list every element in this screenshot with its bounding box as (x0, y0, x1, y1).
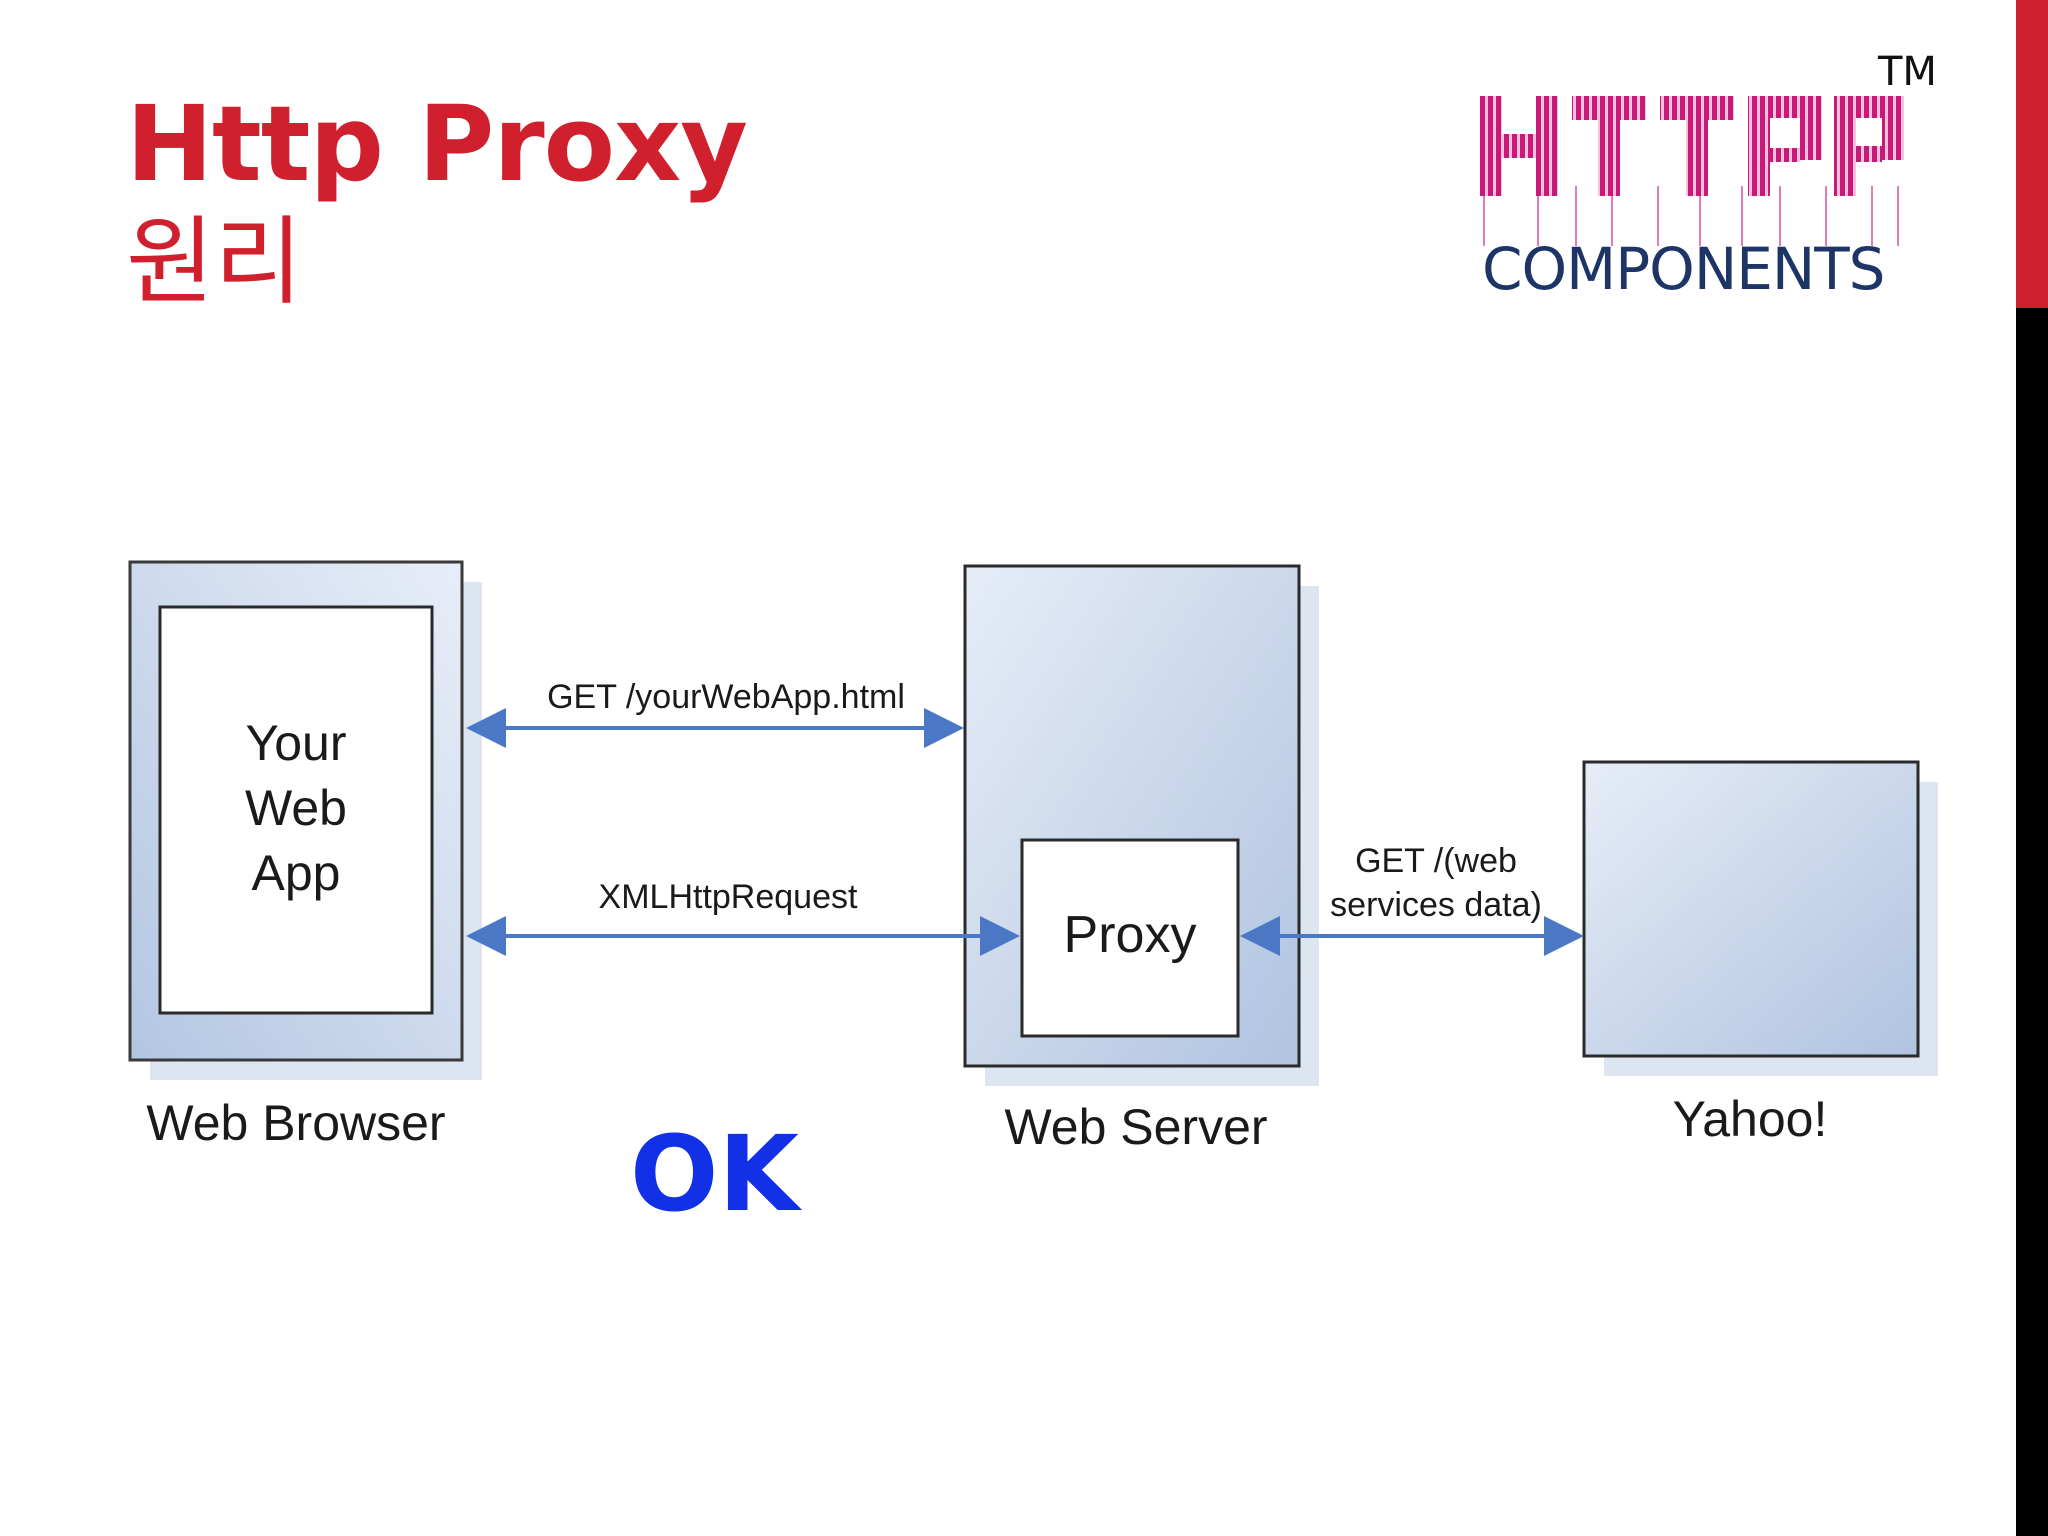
web-server-node: Proxy Web Server (963, 564, 1319, 1155)
accent-bar-red (2016, 0, 2048, 308)
yahoo-caption: Yahoo! (1673, 1091, 1828, 1147)
get-webapp-label: GET /yourWebApp.html (547, 678, 905, 716)
get-services-arrow: GET /(web services data) (1240, 842, 1584, 956)
yahoo-node: Yahoo! (1582, 760, 1938, 1147)
web-server-caption: Web Server (1004, 1099, 1267, 1155)
your-web-app-label-line3: App (252, 845, 341, 901)
get-webapp-arrow: GET /yourWebApp.html (466, 678, 964, 748)
slide-subtitle: 원리 (126, 206, 303, 318)
your-web-app-label-line1: Your (245, 715, 346, 771)
logo-components-text: COMPONENTS (1482, 235, 1885, 303)
ok-label: OK (630, 1113, 799, 1235)
logo-wordmark-graphic (1480, 96, 1904, 246)
xhr-label: XMLHttpRequest (599, 878, 858, 916)
get-services-label-line1: GET /(web (1355, 842, 1517, 880)
proxy-label: Proxy (1064, 906, 1197, 964)
your-web-app-label-line2: Web (245, 780, 347, 836)
web-browser-node: Your Web App Web Browser (128, 560, 482, 1151)
get-services-label-line2: services data) (1330, 886, 1542, 924)
httpcomponents-logo: TM (1470, 52, 1950, 302)
web-browser-caption: Web Browser (146, 1095, 445, 1151)
accent-bar-black (2016, 308, 2048, 1536)
xhr-arrow: XMLHttpRequest (466, 878, 1020, 956)
slide-title: Http Proxy (126, 83, 748, 205)
logo-trademark: TM (1878, 49, 1937, 95)
